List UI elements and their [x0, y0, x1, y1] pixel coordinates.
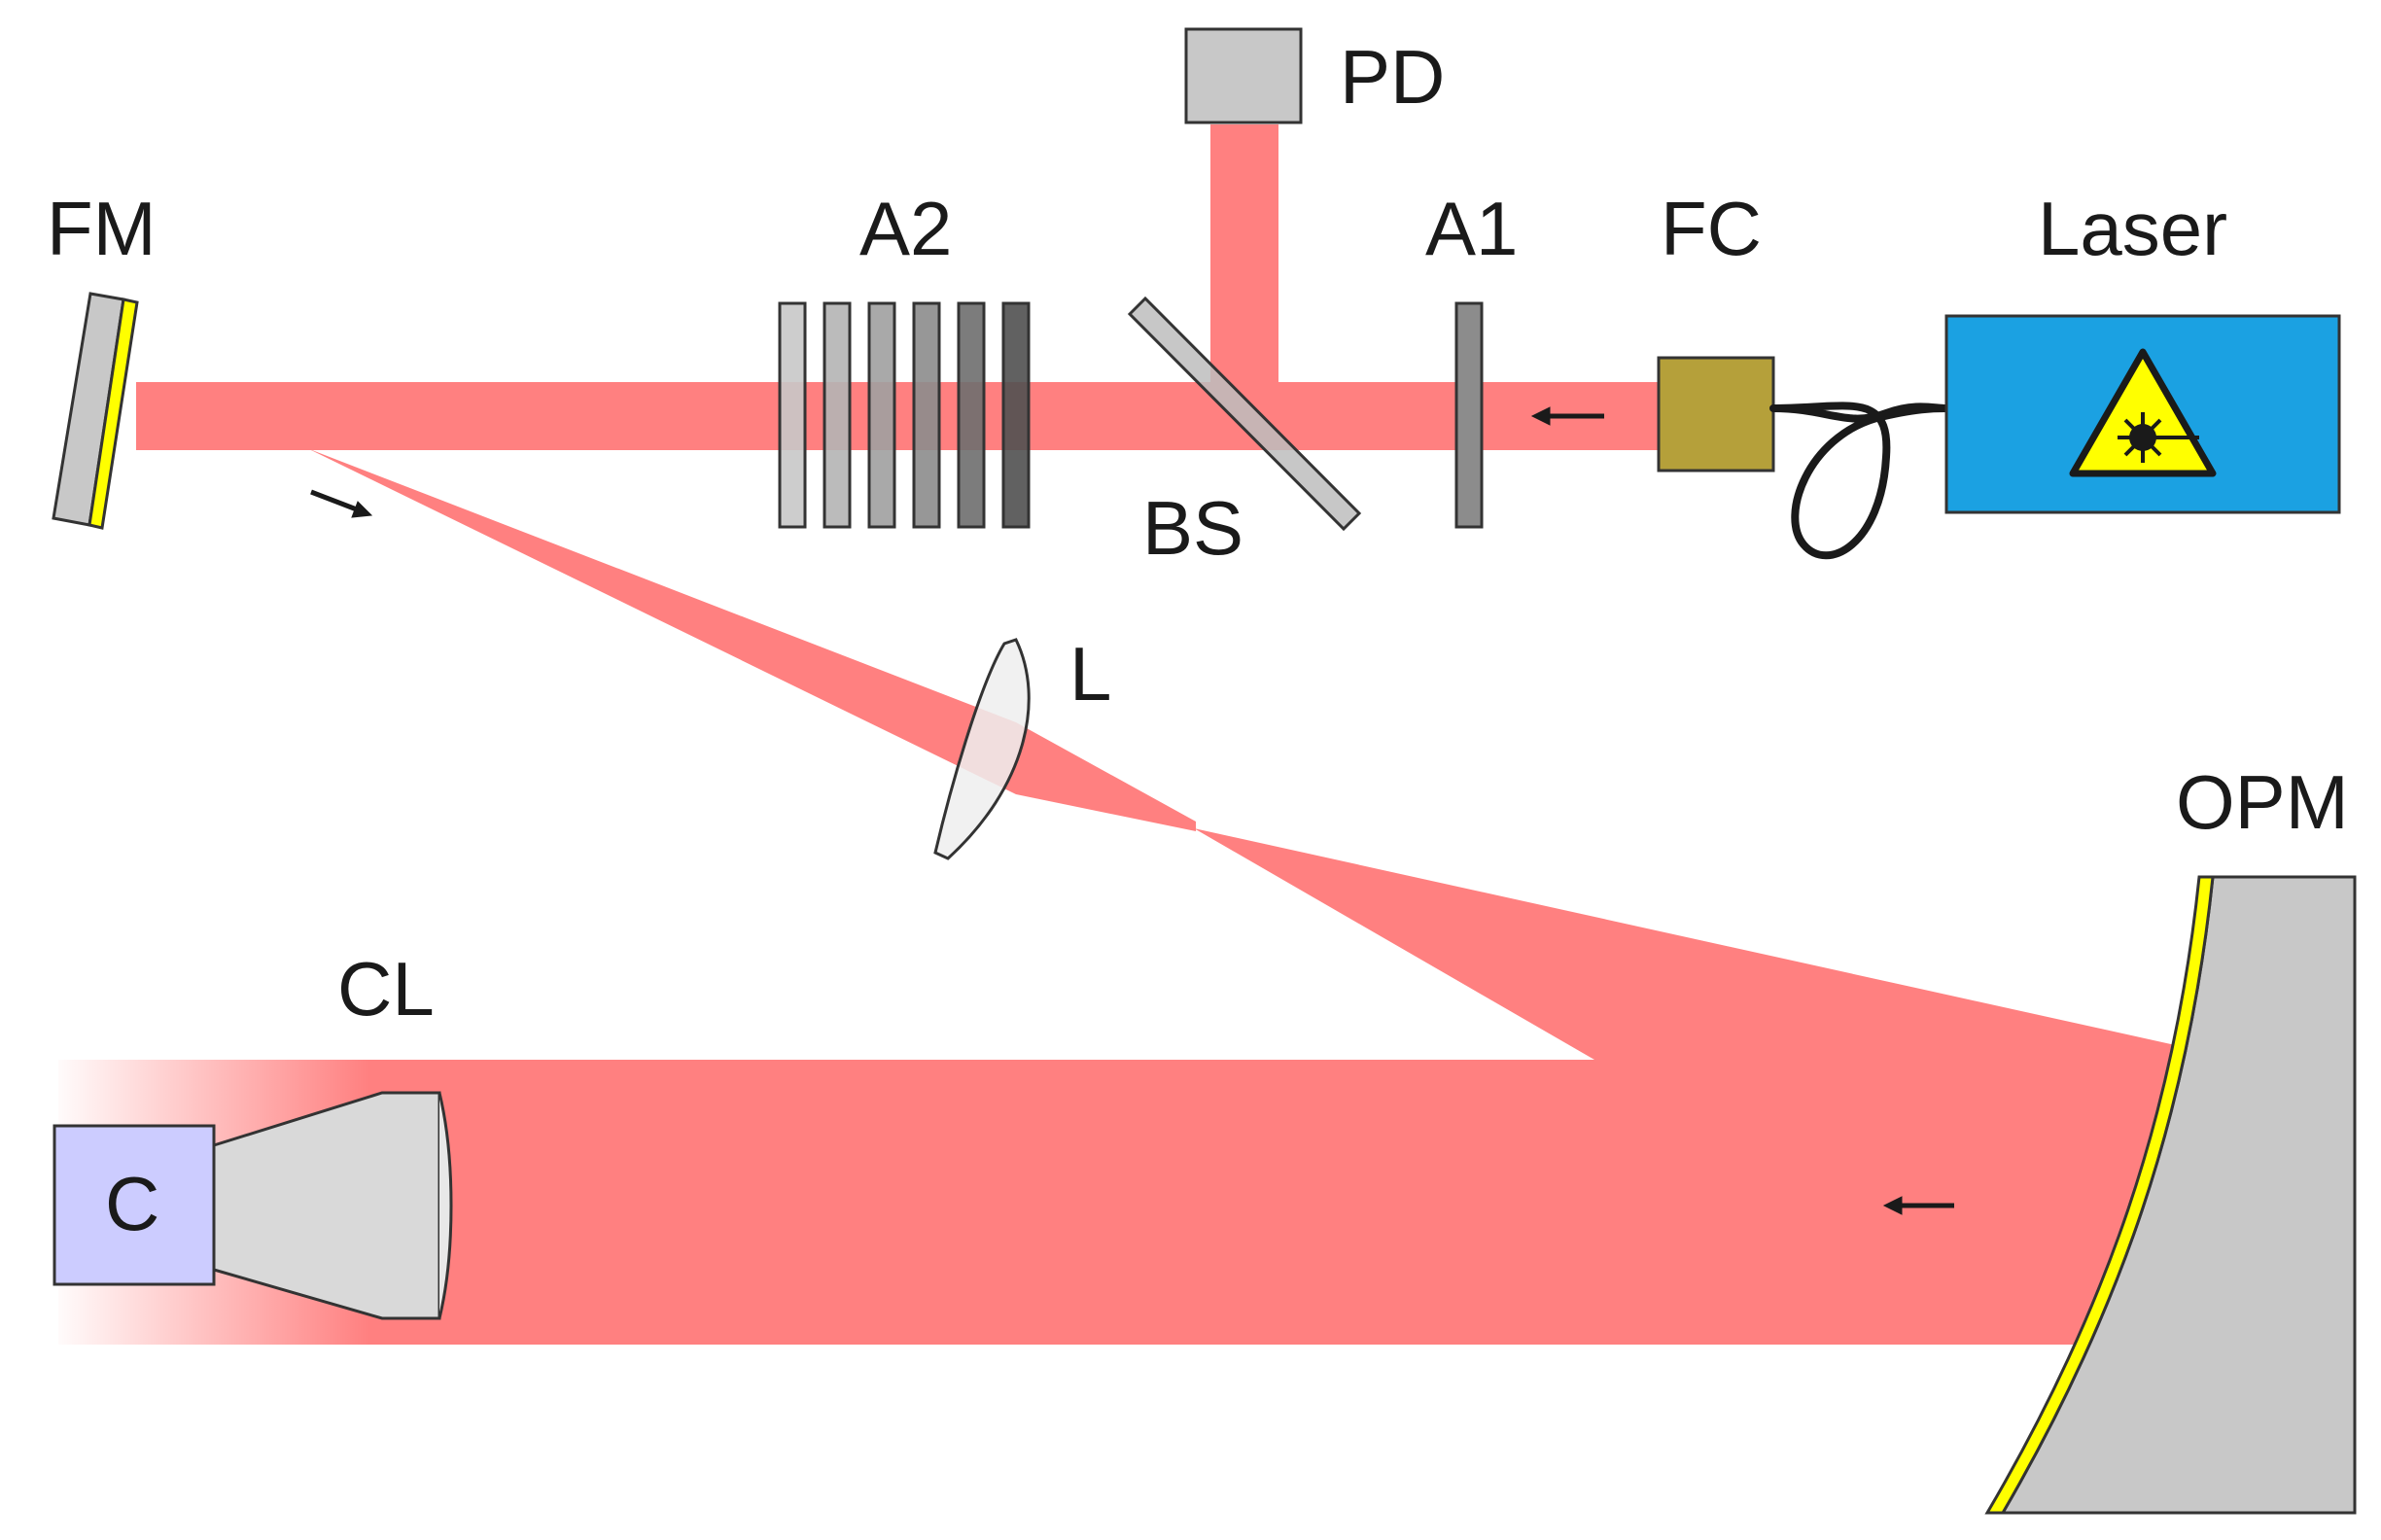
label-c: C — [105, 1161, 159, 1246]
arrow-down-right-icon — [310, 489, 373, 518]
beam-collimated-to-camera — [58, 1055, 2178, 1345]
label-laser: Laser — [2038, 186, 2227, 271]
folding-mirror — [52, 292, 139, 530]
beam-diverging-to-opm — [1194, 828, 2197, 1094]
arrow-left-icon — [1530, 406, 1604, 426]
camera-lens — [212, 1091, 453, 1320]
label-fc: FC — [1661, 186, 1762, 271]
optical-fiber — [1769, 402, 1950, 560]
lens — [933, 638, 1031, 860]
attenuator-stack-a2 — [778, 301, 1031, 529]
fiber-coupler — [1657, 356, 1775, 472]
attenuator-a1 — [1454, 301, 1484, 529]
beam-paths — [49, 124, 2197, 1347]
attenuator-plate — [823, 301, 852, 529]
laser-warning-icon — [2069, 348, 2217, 477]
label-a2: A2 — [859, 186, 952, 271]
label-cl: CL — [337, 946, 435, 1032]
attenuator-plate — [957, 301, 986, 529]
attenuator-plate — [1001, 301, 1031, 529]
photodiode — [1184, 27, 1303, 124]
attenuator-plate — [867, 301, 896, 529]
folding-mirror-coating — [88, 298, 139, 530]
off-axis-parabolic-mirror — [1984, 875, 2357, 1515]
opm-coating — [1984, 875, 2215, 1515]
camera-lens-element — [438, 1092, 453, 1319]
camera — [53, 1124, 216, 1286]
label-a1: A1 — [1425, 186, 1518, 271]
label-opm: OPM — [2176, 759, 2349, 845]
attenuator-plate — [912, 301, 941, 529]
label-pd: PD — [1340, 34, 1445, 120]
beam-diagonal-to-lens — [136, 382, 1196, 831]
arrow-left-icon — [1882, 1196, 1954, 1215]
beam-to-photodiode — [1210, 124, 1278, 382]
label-bs: BS — [1142, 485, 1243, 571]
beam-splitter — [1127, 296, 1362, 532]
attenuator-plate — [778, 301, 807, 529]
beam-horizontal-upper — [136, 382, 1663, 450]
label-fm: FM — [47, 186, 157, 271]
label-l: L — [1069, 631, 1111, 717]
